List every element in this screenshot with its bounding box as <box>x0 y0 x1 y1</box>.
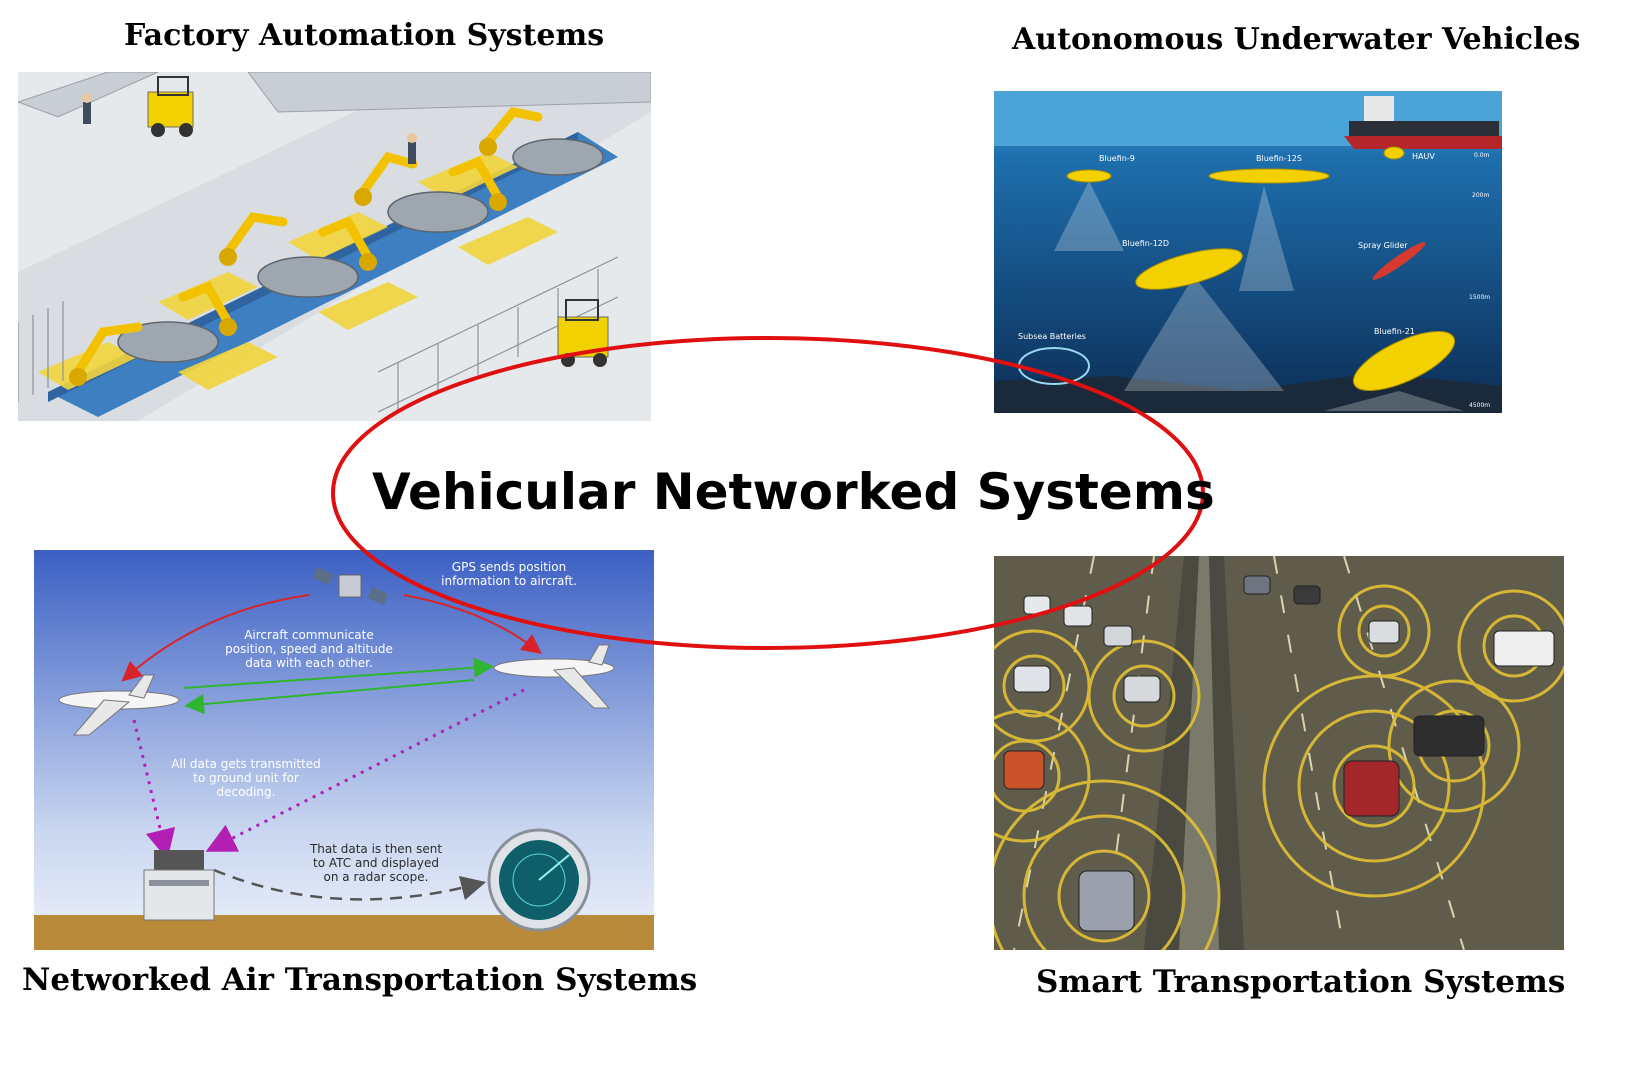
air-title: Networked Air Transportation Systems <box>22 962 698 998</box>
label-spray-glider: Spray Glider <box>1358 241 1408 250</box>
label-bluefin12d: Bluefin-12D <box>1122 239 1169 248</box>
atc-text-3: on a radar scope. <box>324 870 429 884</box>
smart-image <box>994 556 1564 950</box>
label-depth-1500: 1500m <box>1469 294 1490 301</box>
ground-text-2: to ground unit for <box>193 771 299 785</box>
center-title: Vehicular Networked Systems <box>372 463 1215 521</box>
gps-text-1: GPS sends position <box>452 560 566 574</box>
factory-image <box>18 72 651 421</box>
smart-title: Smart Transportation Systems <box>1036 964 1566 1000</box>
radar-scope-icon <box>487 828 591 932</box>
ground-text-1: All data gets transmitted <box>171 757 321 771</box>
comm-text-3: data with each other. <box>245 656 373 670</box>
label-depth-200: 200m <box>1472 192 1489 199</box>
label-bluefin9: Bluefin-9 <box>1099 154 1135 163</box>
aircraft-left-icon <box>58 674 180 736</box>
air-image: GPS sends position information to aircra… <box>34 550 654 950</box>
label-subsea-batteries: Subsea Batteries <box>1018 332 1086 341</box>
control-tower-icon <box>143 850 215 921</box>
factory-title: Factory Automation Systems <box>124 18 605 53</box>
label-bluefin21: Bluefin-21 <box>1374 327 1415 336</box>
gps-text-2: information to aircraft. <box>441 574 577 588</box>
comm-text-2: position, speed and altitude <box>225 642 393 656</box>
label-hauv: HAUV <box>1412 152 1435 161</box>
underwater-title: Autonomous Underwater Vehicles <box>1012 22 1581 57</box>
atc-text-1: That data is then sent <box>309 842 442 856</box>
atc-text-2: to ATC and displayed <box>313 856 439 870</box>
label-bluefin12s: Bluefin-12S <box>1256 154 1302 163</box>
underwater-image: Bluefin-9 Bluefin-12S HAUV Bluefin-12D S… <box>994 91 1502 413</box>
label-depth-0: 0.0m <box>1474 152 1490 159</box>
ground-text-3: decoding. <box>217 785 276 799</box>
comm-text-1: Aircraft communicate <box>244 628 374 642</box>
label-depth-4500: 4500m <box>1469 402 1490 409</box>
aircraft-right-icon <box>493 644 615 709</box>
